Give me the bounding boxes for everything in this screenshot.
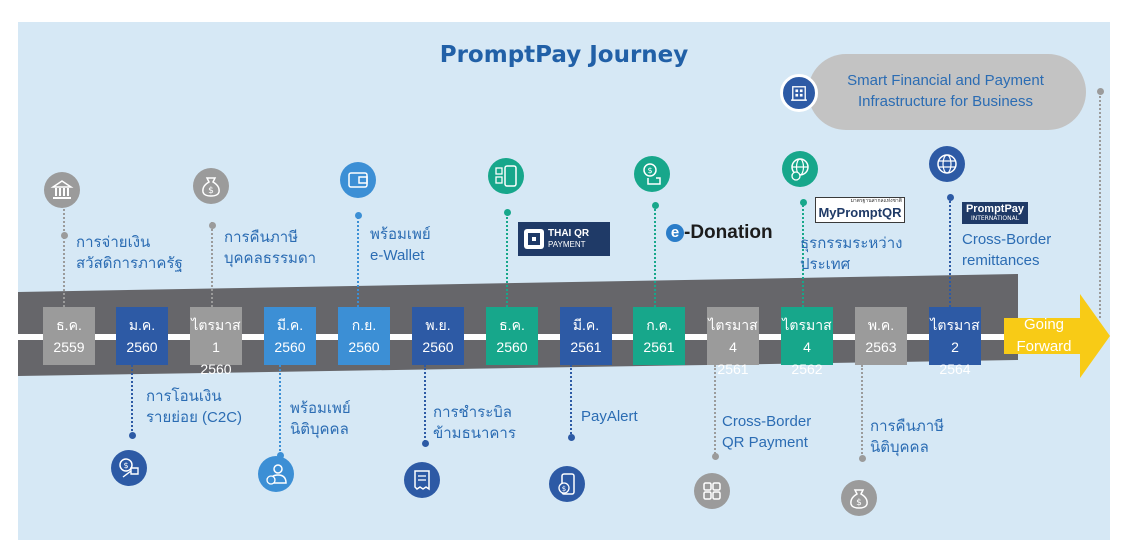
phone-coin-icon: $ [549, 466, 585, 502]
milestone-box-12: พ.ค.2563 [855, 307, 907, 365]
journey-panel: PromptPay Journey ธ.ค.2559 ม.ค.2560 ไตรม… [18, 22, 1110, 540]
label-bill-payment: การชำระบิลข้ามธนาคาร [433, 404, 516, 442]
connector-12 [861, 365, 863, 458]
promptpay-international-logo: PromptPay INTERNATIONAL [962, 202, 1028, 224]
connector-8 [570, 365, 572, 437]
milestone-box-9: ก.ค.2561 [633, 307, 685, 365]
milestone-box-8: มี.ค.2561 [560, 307, 612, 365]
dot-12 [859, 455, 866, 462]
coin-hand-icon: $ [634, 156, 670, 192]
connector-11 [802, 202, 804, 307]
dot-5 [355, 212, 362, 219]
connector-5 [357, 214, 359, 307]
connector-future [1099, 92, 1101, 318]
transfer-coin-icon: $ [111, 450, 147, 486]
label-cross-border-intl: ธุรกรรมระหว่างประเทศ [800, 235, 903, 273]
edonation-logo: e-Donation [666, 222, 773, 244]
label-personal-tax-refund: การคืนภาษีบุคคลธรรมดา [224, 229, 317, 267]
milestone-box-1: ธ.ค.2559 [43, 307, 95, 365]
dot-8 [568, 434, 575, 441]
qr-grid-icon [694, 473, 730, 509]
milestone-box-2: ม.ค.2560 [116, 307, 168, 365]
dot-7 [504, 209, 511, 216]
globe-coin-icon [782, 151, 818, 187]
connector-4 [279, 365, 281, 455]
dot-11 [800, 199, 807, 206]
dot-9 [652, 202, 659, 209]
dot-13 [947, 194, 954, 201]
connector-7 [506, 212, 508, 307]
wallet-icon [340, 162, 376, 198]
connector-9 [654, 205, 656, 307]
globe-icon [929, 146, 965, 182]
dot-2 [129, 432, 136, 439]
future-pill [808, 54, 1086, 130]
dot-1 [61, 232, 68, 239]
money-bag-icon-2: $ [841, 480, 877, 516]
dot-3 [209, 222, 216, 229]
connector-1 [63, 204, 65, 307]
svg-text:$: $ [208, 186, 214, 196]
mobile-qr-icon [488, 158, 524, 194]
page-title: PromptPay Journey [439, 42, 689, 68]
money-bag-icon: $ [193, 168, 229, 204]
connector-10 [714, 365, 716, 457]
label-welfare: การจ่ายเงินสวัสดิการภาครัฐ [76, 234, 183, 272]
dot-10 [712, 453, 719, 460]
thai-qr-logo: THAI QR PAYMENT [518, 222, 610, 256]
receipt-icon [404, 462, 440, 498]
bank-icon [44, 172, 80, 208]
going-forward-arrow [1004, 294, 1110, 378]
label-corp-tax-refund: การคืนภาษีนิติบุคคล [870, 418, 945, 456]
milestone-box-4: มี.ค.2560 [264, 307, 316, 365]
label-ewallet: พร้อมเพย์e-Wallet [370, 226, 431, 264]
milestone-box-7: ธ.ค.2560 [486, 307, 538, 365]
connector-3 [211, 222, 213, 307]
office-building-icon [780, 74, 818, 112]
dot-4 [277, 452, 284, 459]
myprompt-qr-logo: มาตรฐานสากลแห่งชาติ MyPromptQR [815, 197, 905, 223]
svg-text:$: $ [856, 498, 862, 508]
user-coin-icon [258, 456, 294, 492]
connector-6 [424, 365, 426, 445]
svg-text:$: $ [123, 461, 128, 470]
svg-text:$: $ [647, 166, 652, 175]
connector-2 [131, 365, 133, 435]
milestone-box-5: ก.ย.2560 [338, 307, 390, 365]
label-payalert: PayAlert [581, 408, 638, 425]
svg-text:$: $ [562, 485, 566, 493]
milestone-box-6: พ.ย.2560 [412, 307, 464, 365]
qr-mark-icon [524, 229, 544, 249]
label-c2c: การโอนเงินรายย่อย (C2C) [146, 388, 243, 426]
dot-future [1097, 88, 1104, 95]
connector-13 [949, 197, 951, 307]
dot-6 [422, 440, 429, 447]
label-corporate: พร้อมเพย์นิติบุคคล [290, 400, 351, 438]
